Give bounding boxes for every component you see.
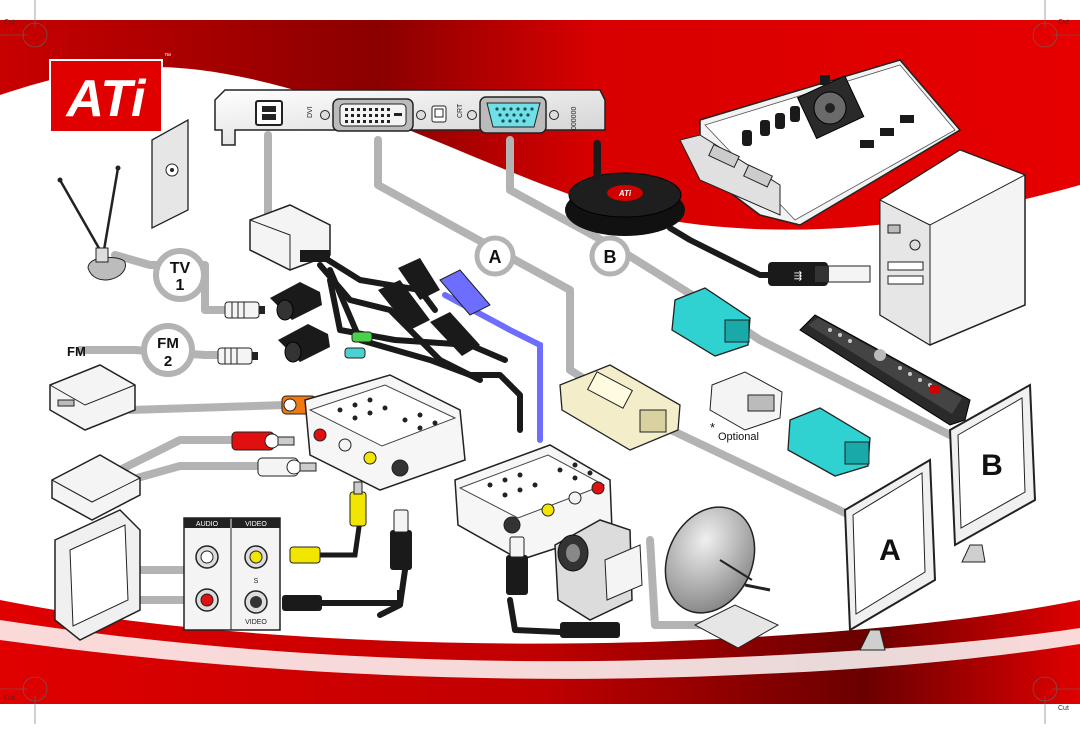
mini-din-plugs bbox=[378, 258, 491, 356]
badge-a-label: A bbox=[489, 247, 502, 267]
red-swoosh-bottom bbox=[0, 600, 1080, 704]
cut-label-bl: Cut bbox=[4, 695, 15, 702]
optional-star: * bbox=[710, 420, 715, 435]
dvi-port-label: DVI bbox=[307, 106, 314, 118]
cut-label-br: Cut bbox=[1058, 705, 1069, 712]
tv-input-panel: AUDIO VIDEO S VIDEO bbox=[183, 517, 281, 631]
satellite-dish bbox=[664, 506, 780, 649]
vga-plug-lower bbox=[787, 407, 871, 477]
usb-plug: ⇶ bbox=[768, 262, 871, 286]
badge-tv1-line2: 1 bbox=[176, 277, 185, 294]
card-dvi-mini bbox=[708, 143, 773, 188]
wall-plate bbox=[151, 118, 189, 230]
panel-svideo-label: VIDEO bbox=[245, 619, 267, 626]
tv-device bbox=[54, 509, 141, 641]
svideo-cable-tv bbox=[282, 509, 412, 611]
card-bracket: DVI CRT bbox=[214, 89, 606, 146]
remote-receiver: ATi bbox=[565, 140, 685, 236]
cut-label-tl: Cut bbox=[4, 19, 15, 26]
monitor-port-icon bbox=[431, 105, 447, 123]
vga-port-label: CRT bbox=[457, 103, 464, 118]
dvi-port bbox=[320, 98, 426, 132]
badge-a: A bbox=[474, 235, 516, 277]
badge-fm2-line2: 2 bbox=[164, 353, 172, 370]
badge-fm2-line1: FM bbox=[157, 335, 179, 352]
coax-connectors bbox=[217, 282, 330, 365]
vga-plug-upper bbox=[671, 287, 751, 357]
panel-audio-label: AUDIO bbox=[196, 521, 219, 528]
badge-b: B bbox=[589, 235, 631, 277]
monitor-b: B bbox=[948, 383, 1037, 563]
vcr-device bbox=[51, 454, 141, 521]
usb-symbol: ⇶ bbox=[794, 270, 802, 282]
input-box-left bbox=[304, 374, 466, 491]
small-rca-plugs bbox=[344, 331, 373, 359]
yellow-composite-cable bbox=[289, 481, 367, 564]
ati-logo: ATi ™ bbox=[49, 53, 171, 133]
port-code-label: 000000 bbox=[571, 107, 578, 130]
ati-logo-text: ATi bbox=[65, 70, 148, 128]
receiver-logo: ATi bbox=[618, 189, 632, 198]
red-rca-plug bbox=[231, 431, 295, 451]
camcorder bbox=[554, 519, 643, 621]
vga-port bbox=[467, 96, 559, 134]
ati-trademark: ™ bbox=[164, 53, 171, 60]
monitor-a-label: A bbox=[879, 534, 901, 567]
antenna bbox=[57, 165, 126, 281]
pc-tower bbox=[878, 149, 1027, 346]
panel-video-label: VIDEO bbox=[245, 521, 267, 528]
graphics-card bbox=[679, 59, 962, 226]
video-in-port bbox=[255, 100, 283, 126]
monitor-b-label: B bbox=[981, 449, 1003, 482]
white-rca-plug bbox=[257, 457, 317, 477]
svideo-blue-cable bbox=[442, 292, 543, 443]
dvi-vga-adapter bbox=[709, 371, 783, 431]
badge-tv1-line1: TV bbox=[170, 260, 191, 277]
badge-fm2: FM 2 bbox=[141, 323, 195, 377]
fm-receiver-box bbox=[49, 364, 136, 431]
fm-side-label: FM bbox=[67, 344, 86, 359]
remote-control bbox=[799, 314, 971, 426]
dvi-plug bbox=[559, 364, 681, 451]
optional-label: Optional bbox=[718, 431, 759, 443]
cut-label-tr: Cut bbox=[1058, 19, 1069, 26]
video-in-dongle bbox=[249, 204, 331, 271]
badge-tv1: TV 1 bbox=[153, 248, 207, 302]
badge-b-label: B bbox=[604, 247, 617, 267]
svideo-cable-camera bbox=[506, 536, 620, 638]
monitor-a: A bbox=[843, 458, 937, 651]
panel-s-label: S bbox=[254, 578, 259, 585]
